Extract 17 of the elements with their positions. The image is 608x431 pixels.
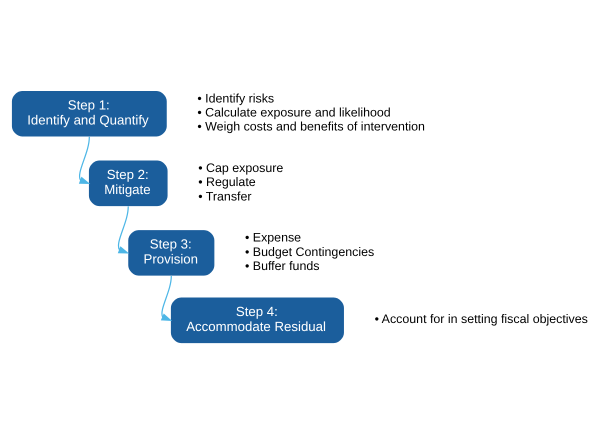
arrow [160, 275, 172, 321]
node-box: Step 3: Provision [128, 230, 214, 276]
node-label: • Buffer funds [245, 258, 320, 272]
arrow [78, 136, 90, 184]
node-label: • Regulate [198, 174, 256, 189]
node-label: • Cap exposure [198, 160, 284, 175]
node-label: • Expense [245, 230, 302, 244]
node-label: • Transfer [198, 188, 252, 203]
arrow [118, 206, 130, 253]
node-label: • Calculate exposure and likelihood [197, 105, 391, 120]
node-box: Step 1: Identify and Quantify [12, 90, 167, 136]
node-label: • Identify risks [197, 91, 274, 106]
node-label: • Weigh costs and benefits of intervention [197, 119, 425, 134]
node-label: • Budget Contingencies [245, 244, 374, 258]
node-label: • Account for in setting fiscal objectives [374, 312, 588, 326]
node-box: Step 4: Accommodate Residual [170, 297, 344, 343]
node-box: Step 2: Mitigate [88, 160, 168, 206]
